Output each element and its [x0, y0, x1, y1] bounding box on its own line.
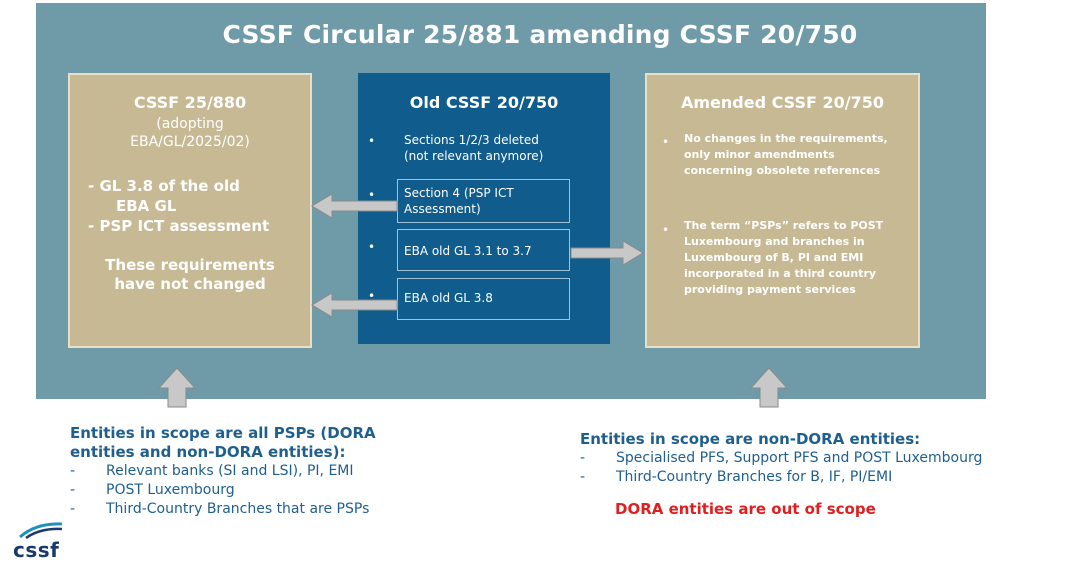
middle-item2-line1: Section 4 (PSP ICT: [404, 186, 514, 200]
list-item-text: Specialised PFS, Support PFS and POST Lu…: [616, 450, 983, 466]
old-cssf-20-750-box: [358, 73, 610, 344]
list-item-text: POST Luxembourg: [106, 482, 235, 498]
bottom-left-heading-line2: entities and non-DORA entities):: [70, 443, 346, 461]
middle-item-gl38: EBA old GL 3.8: [404, 291, 493, 305]
left-bullet2: - PSP ICT assessment: [88, 217, 270, 235]
middle-item-gl31-37: EBA old GL 3.1 to 3.7: [404, 244, 532, 258]
cssf-logo: cssf: [13, 538, 60, 562]
out-of-scope-note: DORA entities are out of scope: [615, 500, 876, 518]
bottom-right-scope: Entities in scope are non-DORA entities:…: [580, 430, 982, 487]
amended-cssf-20-750-box: [645, 73, 920, 348]
left-bullet1-line1: - GL 3.8 of the old: [88, 177, 240, 195]
left-subtitle-line1: (adopting: [156, 116, 224, 132]
bottom-right-heading: Entities in scope are non-DORA entities:: [580, 430, 921, 448]
diagram-title: CSSF Circular 25/881 amending CSSF 20/75…: [222, 20, 858, 49]
left-note-line2: have not changed: [114, 275, 266, 293]
arrow-right-icon: [570, 240, 644, 266]
left-box-subtitle: (adopting EBA/GL/2025/02): [68, 115, 312, 151]
left-note-line1: These requirements: [105, 256, 275, 274]
list-item: -POST Luxembourg: [70, 482, 235, 498]
bottom-left-heading-line1: Entities in scope are all PSPs (DORA: [70, 424, 376, 442]
left-box-title: CSSF 25/880: [133, 93, 247, 112]
left-box-bullets: - GL 3.8 of the old EBA GL - PSP ICT ass…: [88, 176, 269, 236]
arrow-left-lower-icon: [311, 292, 398, 318]
left-subtitle-line2: EBA/GL/2025/02): [130, 134, 250, 150]
bullet-dot-icon: •: [368, 134, 376, 148]
bullet-dot-icon: •: [368, 240, 376, 254]
right-item-psps-term: The term “PSPs” refers to POST Luxembour…: [684, 219, 884, 296]
list-item: -Third-Country Branches that are PSPs: [70, 501, 370, 517]
list-item-text: Third-Country Branches that are PSPs: [106, 501, 370, 517]
middle-item2-line2: Assessment): [404, 202, 481, 216]
arrow-up-left-icon: [157, 367, 197, 408]
middle-box-title: Old CSSF 20/750: [409, 93, 559, 112]
cssf-25-880-box: [68, 73, 312, 348]
bottom-left-scope: Entities in scope are all PSPs (DORA ent…: [70, 424, 376, 519]
middle-item-gl38-box: [397, 278, 570, 320]
cssf-logo-swoosh-icon: [19, 522, 63, 539]
arrow-left-upper-icon: [311, 193, 398, 219]
middle-item-gl31-37-box: [397, 229, 570, 271]
left-box-note: These requirements have not changed: [68, 256, 312, 294]
middle-item1-line1: Sections 1/2/3 deleted: [404, 133, 539, 147]
bullet-dot-icon: •: [662, 135, 670, 149]
left-bullet1-line2: EBA GL: [116, 197, 177, 215]
list-item: -Third-Country Branches for B, IF, PI/EM…: [580, 469, 893, 485]
bullet-dot-icon: •: [368, 188, 376, 202]
arrow-up-right-icon: [749, 367, 789, 408]
list-item: -Specialised PFS, Support PFS and POST L…: [580, 450, 983, 466]
middle-item-sections-deleted: Sections 1/2/3 deleted (not relevant any…: [404, 132, 543, 164]
list-item-text: Relevant banks (SI and LSI), PI, EMI: [106, 463, 354, 479]
middle-item1-line2: (not relevant anymore): [404, 149, 544, 163]
list-item-text: Third-Country Branches for B, IF, PI/EMI: [616, 469, 893, 485]
right-box-title: Amended CSSF 20/750: [681, 93, 884, 112]
middle-item-section4: Section 4 (PSP ICT Assessment): [404, 185, 514, 217]
right-item-no-changes: No changes in the requirements, only min…: [684, 132, 888, 177]
bullet-dot-icon: •: [662, 223, 670, 237]
list-item: -Relevant banks (SI and LSI), PI, EMI: [70, 463, 354, 479]
bullet-dot-icon: •: [368, 289, 376, 303]
